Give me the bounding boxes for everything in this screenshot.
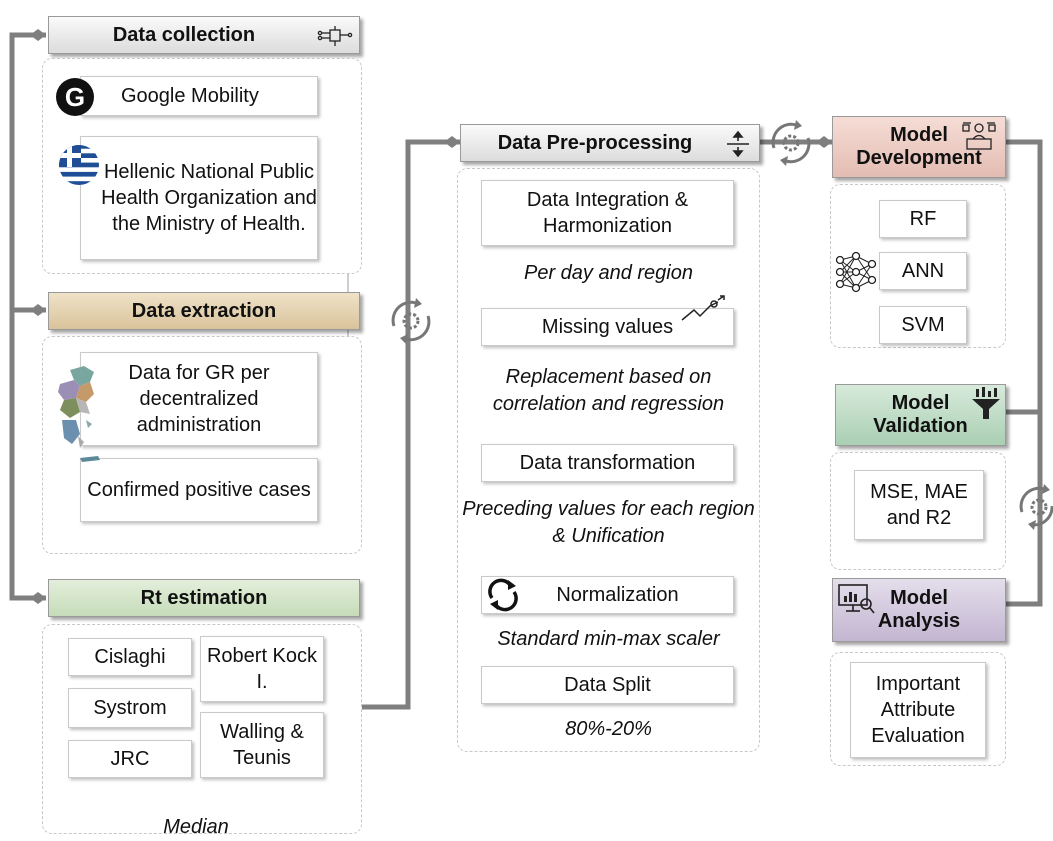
method-robert-kock: Robert Kock I.	[200, 636, 324, 702]
circuit-icon	[317, 26, 353, 46]
model-analysis-header: Model Analysis	[832, 578, 1006, 642]
connector-diamond	[444, 136, 460, 148]
model-development-title-2: Development	[856, 147, 982, 169]
google-mobility-label: Google Mobility	[121, 85, 259, 107]
method-walling-teunis: Walling & Teunis	[200, 712, 324, 778]
greece-map-icon	[58, 366, 100, 462]
greek-flag-icon	[59, 145, 99, 185]
connector-diamond	[816, 136, 832, 148]
rt-estimation-title: Rt estimation	[140, 586, 268, 609]
method-jrc: JRC	[68, 740, 192, 778]
data-extraction-header: Data extraction	[48, 292, 360, 330]
step-integration-box: Data Integration & Harmonization	[481, 180, 734, 246]
step-split-note: 80%-20%	[565, 718, 652, 740]
extraction-item-regions: Data for GR per decentralized administra…	[80, 352, 318, 446]
model-validation-header: Model Validation	[835, 384, 1006, 446]
extraction-item-cases: Confirmed positive cases	[80, 458, 318, 522]
method-cislaghi: Cislaghi	[68, 638, 192, 676]
step-integration-note: Per day and region	[523, 262, 693, 284]
rt-estimation-header: Rt estimation	[48, 579, 360, 617]
resize-arrows-icon	[727, 131, 749, 157]
preprocessing-title: Data Pre-processing	[497, 131, 693, 154]
left-spine-connector	[9, 32, 46, 601]
method-systrom: Systrom	[68, 688, 192, 728]
model-ann: ANN	[879, 252, 967, 290]
median-label: Median	[163, 816, 229, 838]
engineer-icon	[962, 122, 996, 150]
rt-to-preprocessing-connector	[358, 139, 460, 710]
step-split-box: Data Split	[481, 666, 734, 704]
step-transformation-box: Data transformation	[481, 444, 734, 482]
health-organization-label: Hellenic National Public Health Organiza…	[101, 161, 317, 235]
gear-cycle-icon	[771, 120, 811, 166]
data-extraction-title: Data extraction	[131, 299, 277, 322]
model-development-title-1: Model	[890, 124, 948, 146]
step-transformation-note: Preceding values for each region & Unifi…	[462, 498, 755, 547]
step-normalization-note: Standard min-max scaler	[497, 628, 720, 650]
preprocessing-header: Data Pre-processing	[460, 124, 760, 162]
connector-diamond	[30, 29, 46, 41]
step-missing-values-box: Missing values	[481, 308, 734, 346]
gear-cycle-icon	[1019, 484, 1053, 530]
step-normalization-box: Normalization	[481, 576, 734, 614]
right-spine-lower-connector	[1006, 409, 1043, 607]
model-analysis-title-2: Analysis	[877, 610, 961, 632]
step-missing-values-note: Replacement based on correlation and reg…	[492, 366, 725, 415]
google-mobility-box: Google Mobility	[80, 76, 318, 116]
attribute-evaluation-box: Important Attribute Evaluation	[850, 662, 986, 758]
right-spine-upper-connector	[1006, 139, 1043, 415]
data-collection-header: Data collection	[48, 16, 360, 54]
connector-diamond	[30, 304, 46, 316]
refresh-icon	[488, 578, 518, 612]
funnel-icon	[972, 387, 1000, 419]
model-validation-title-2: Validation	[873, 415, 968, 437]
google-logo-icon: G	[56, 78, 94, 116]
model-validation-title-1: Model	[891, 392, 950, 414]
model-development-header: Model Development	[832, 116, 1006, 178]
neural-network-icon	[835, 251, 877, 293]
validation-metrics-box: MSE, MAE and R2	[854, 470, 984, 540]
monitor-chart-icon	[838, 584, 875, 614]
data-collection-title: Data collection	[112, 23, 256, 46]
model-svm: SVM	[879, 306, 967, 344]
model-rf: RF	[879, 200, 967, 238]
gear-cycle-icon	[391, 298, 431, 344]
connector-diamond	[30, 592, 46, 604]
health-organization-box: Hellenic National Public Health Organiza…	[80, 136, 318, 260]
model-analysis-title-1: Model	[890, 587, 948, 609]
trend-arrow-icon	[681, 295, 725, 321]
